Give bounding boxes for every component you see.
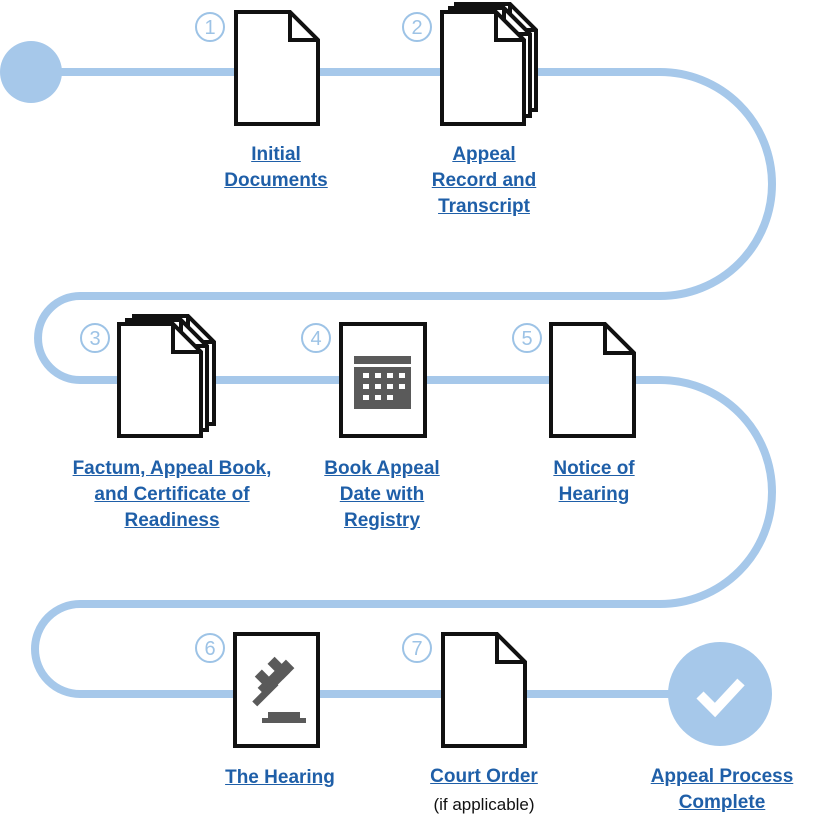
step-3-stacked-documents-icon: [117, 314, 216, 438]
step-6-number: 6: [195, 633, 225, 663]
svg-text:2: 2: [411, 17, 422, 39]
process-path: [30, 68, 776, 698]
svg-text:1: 1: [204, 17, 215, 39]
step-4-calendar-icon: [339, 322, 427, 438]
step-1-number: 1: [195, 12, 225, 42]
final-checkmark-icon: [668, 642, 772, 746]
step-7-label[interactable]: Court Order: [430, 766, 538, 787]
step-5-number: 5: [512, 323, 542, 353]
step-7-document-icon: [441, 632, 527, 748]
svg-text:4: 4: [310, 328, 321, 350]
step-7-sub-label: (if applicable): [433, 795, 535, 814]
svg-text:7: 7: [411, 638, 422, 660]
svg-text:5: 5: [521, 328, 532, 350]
step-2-stacked-documents-icon: [440, 2, 538, 126]
step-6-label[interactable]: The Hearing: [225, 767, 335, 788]
step-6-gavel-icon: [233, 632, 320, 748]
svg-text:3: 3: [89, 328, 100, 350]
start-dot: [0, 41, 62, 103]
step-3-number: 3: [80, 323, 110, 353]
step-4-number: 4: [301, 323, 331, 353]
step-1-document-icon: [234, 10, 320, 126]
svg-text:6: 6: [204, 638, 215, 660]
step-7-number: 7: [402, 633, 432, 663]
step-5-document-icon: [549, 322, 636, 438]
step-2-number: 2: [402, 12, 432, 42]
